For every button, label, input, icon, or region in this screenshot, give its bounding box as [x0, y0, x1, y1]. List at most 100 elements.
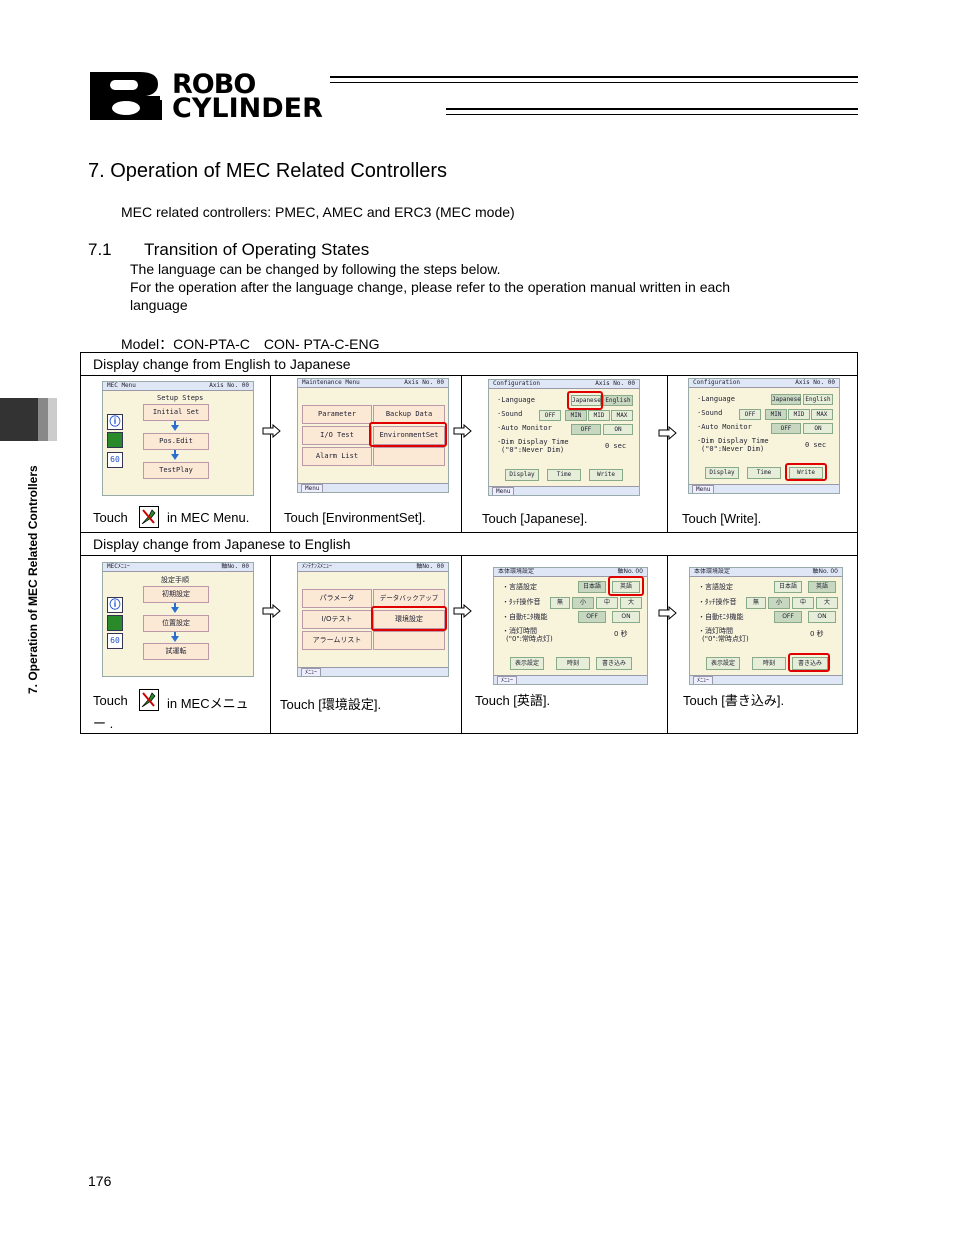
time-button[interactable]: 時刻: [752, 657, 786, 670]
japanese-button[interactable]: Japanese: [771, 394, 801, 405]
display-button[interactable]: Display: [705, 467, 739, 479]
maintenance-icon[interactable]: [107, 615, 123, 631]
sound-mid-button[interactable]: 中: [596, 597, 618, 609]
info-icon[interactable]: ⓘ: [107, 597, 123, 613]
highlight-box: [608, 576, 644, 596]
chapter-tab: [0, 398, 38, 441]
auto-off-button[interactable]: OFF: [571, 424, 601, 435]
header-rule: [330, 82, 858, 83]
step-arrow-icon: [262, 604, 281, 618]
robo-cylinder-logo: [90, 72, 162, 120]
initial-set-button[interactable]: Initial Set: [143, 404, 209, 421]
english-button[interactable]: English: [603, 395, 633, 406]
write-button[interactable]: Write: [589, 469, 623, 481]
display-button[interactable]: 表示設定: [510, 657, 544, 670]
sound-none-button[interactable]: 無: [550, 597, 570, 609]
testplay-button[interactable]: TestPlay: [143, 462, 209, 479]
sound-max-button[interactable]: MAX: [811, 409, 833, 420]
write-button[interactable]: 書き込み: [792, 657, 828, 670]
sound-min-button[interactable]: MIN: [765, 409, 787, 420]
time-button[interactable]: 時刻: [556, 657, 590, 670]
menu-button[interactable]: ﾒﾆｭｰ: [301, 668, 322, 676]
japanese-button[interactable]: Japanese: [571, 395, 601, 406]
row-header: Display change from English to Japanese: [93, 356, 351, 372]
sound-mid-button[interactable]: MID: [588, 410, 610, 421]
sound-off-button[interactable]: OFF: [739, 409, 761, 420]
auto-on-button[interactable]: ON: [612, 611, 640, 623]
menu-button[interactable]: Menu: [301, 484, 324, 492]
caption-text: ー .: [93, 716, 114, 731]
auto-off-button[interactable]: OFF: [774, 611, 802, 623]
sound-off-button[interactable]: OFF: [539, 410, 561, 421]
blank-button: [373, 447, 445, 466]
english-button[interactable]: English: [803, 394, 833, 405]
japanese-button[interactable]: 日本語: [774, 581, 802, 593]
write-button[interactable]: Write: [789, 467, 823, 479]
sound-mid-button[interactable]: MID: [788, 409, 810, 420]
page-title: 7. Operation of MEC Related Controllers: [88, 160, 448, 182]
menu-button[interactable]: ﾒﾆｭｰ: [693, 676, 714, 684]
caption-text: in MECメニュ: [167, 696, 249, 711]
menu-button[interactable]: Menu: [492, 487, 515, 495]
model-text: Model：CON-PTA-C CON- PTA-C-ENG: [121, 336, 380, 352]
alarm-list-button[interactable]: アラームリスト: [302, 631, 372, 650]
sound-max-button[interactable]: MAX: [611, 410, 633, 421]
auto-off-button[interactable]: OFF: [771, 423, 801, 434]
display-button[interactable]: Display: [505, 469, 539, 481]
alarm-list-button[interactable]: Alarm List: [302, 447, 372, 466]
sound-min-button[interactable]: MIN: [565, 410, 587, 421]
screen-config-jp: 本体環境設定軸No. 00 ・言語設定 日本語 英語 ・ﾀｯﾁ操作音 無 小 中…: [493, 567, 648, 685]
pos-edit-button[interactable]: 位置設定: [143, 615, 209, 632]
header-rule: [446, 108, 858, 110]
environment-set-button[interactable]: EnvironmentSet: [373, 426, 445, 445]
highlight-box: [369, 422, 447, 447]
sound-large-button[interactable]: 大: [620, 597, 642, 609]
auto-off-button[interactable]: OFF: [578, 611, 606, 623]
sound-small-button[interactable]: 小: [768, 597, 790, 609]
header-rule: [446, 114, 858, 115]
screen-config-jp-write: 本体環境設定軸No. 00 ・言語設定 日本語 英語 ・ﾀｯﾁ操作音 無 小 中…: [689, 567, 843, 685]
parameter-button[interactable]: Parameter: [302, 405, 372, 424]
menu-button[interactable]: ﾒﾆｭｰ: [497, 676, 518, 684]
chapter-tab-shade: [48, 398, 57, 441]
io-test-button[interactable]: I/Oテスト: [302, 610, 372, 629]
brand-line1: ROBO: [172, 69, 256, 100]
time-button[interactable]: Time: [747, 467, 781, 479]
body-text: language: [130, 297, 188, 313]
auto-on-button[interactable]: ON: [603, 424, 633, 435]
japanese-button[interactable]: 日本語: [578, 581, 606, 593]
auto-on-button[interactable]: ON: [803, 423, 833, 434]
sound-none-button[interactable]: 無: [746, 597, 766, 609]
highlight-box: [371, 606, 447, 631]
testplay-button[interactable]: 試運転: [143, 643, 209, 660]
caption-text: in MEC Menu.: [167, 510, 250, 525]
mec-help-icon[interactable]: 60: [107, 452, 123, 468]
sound-large-button[interactable]: 大: [816, 597, 838, 609]
mec-help-icon[interactable]: 60: [107, 633, 123, 649]
highlight-box: [785, 463, 827, 481]
blank-button: [373, 631, 445, 650]
english-button[interactable]: 英語: [808, 581, 836, 593]
maintenance-icon[interactable]: [107, 432, 123, 448]
body-text: The language can be changed by following…: [130, 261, 501, 277]
caption-text: Touch [環境設定].: [280, 697, 382, 712]
english-button[interactable]: 英語: [612, 581, 640, 593]
io-test-button[interactable]: I/O Test: [302, 426, 372, 445]
transition-table: [80, 352, 858, 734]
display-button[interactable]: 表示設定: [706, 657, 740, 670]
time-button[interactable]: Time: [547, 469, 581, 481]
menu-button[interactable]: Menu: [692, 485, 715, 493]
initial-set-button[interactable]: 初期設定: [143, 586, 209, 603]
write-button[interactable]: 書き込み: [596, 657, 632, 670]
auto-on-button[interactable]: ON: [808, 611, 836, 623]
maintenance-icon: [139, 506, 159, 528]
sound-mid-button[interactable]: 中: [792, 597, 814, 609]
step-arrow-icon: [658, 426, 677, 440]
info-icon[interactable]: ⓘ: [107, 414, 123, 430]
sound-small-button[interactable]: 小: [572, 597, 594, 609]
pos-edit-button[interactable]: Pos.Edit: [143, 433, 209, 450]
brand-line2: CYLINDER: [172, 93, 323, 124]
environment-set-button[interactable]: 環境設定: [373, 610, 445, 629]
parameter-button[interactable]: パラメータ: [302, 589, 372, 608]
row-header: Display change from Japanese to English: [93, 536, 351, 552]
